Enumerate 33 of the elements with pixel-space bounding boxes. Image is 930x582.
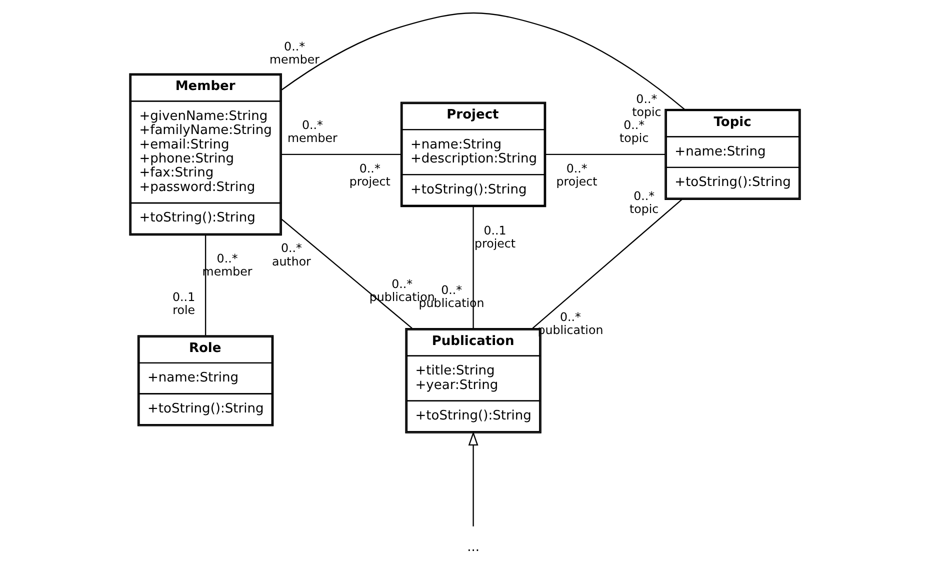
node-label: member: [287, 131, 338, 146]
node-label: project: [556, 174, 598, 189]
node-label: project: [474, 236, 516, 251]
node-label: author: [272, 254, 311, 268]
node-label: project: [349, 174, 390, 189]
connector: [546, 154, 666, 156]
node-label: 0..*: [359, 162, 380, 176]
connector: [204, 235, 206, 336]
node-label: 0..*: [284, 40, 306, 54]
node-label: 0..*: [216, 252, 238, 266]
connector: [532, 199, 682, 329]
node-label: 0..*: [566, 162, 588, 176]
node-label: 0..*: [441, 282, 462, 297]
node-label: topic: [620, 131, 649, 146]
arrow: [468, 431, 478, 526]
node-label: 0..*: [624, 118, 645, 132]
node-label: 0..1: [172, 290, 196, 304]
node-label: 0..1: [484, 223, 506, 238]
node-label: topic: [629, 202, 659, 216]
node-label: 0..*: [280, 241, 302, 256]
node-label: 0..*: [560, 310, 581, 324]
connector: [281, 154, 401, 156]
connector: [281, 218, 412, 329]
node-text: ...: [467, 540, 480, 556]
connector: [472, 206, 474, 328]
node-label: role: [172, 302, 196, 317]
node-label: 0..*: [636, 92, 658, 106]
node-label: 0..*: [302, 118, 323, 132]
node-label: member: [270, 52, 320, 67]
node-label: 0..*: [392, 277, 413, 292]
node-label: 0..*: [634, 188, 655, 203]
connector: [282, 12, 685, 110]
node-label: topic: [632, 104, 662, 119]
